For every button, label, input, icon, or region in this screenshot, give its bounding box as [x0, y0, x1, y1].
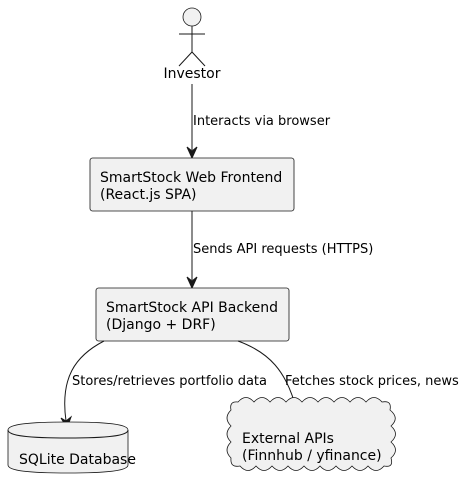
edge-label: Fetches stock prices, news — [285, 374, 459, 389]
investor-actor: Investor — [163, 7, 221, 82]
edge-investor-frontend: Interacts via browser — [186, 84, 331, 160]
backend-subtitle: (Django + DRF) — [106, 317, 216, 333]
backend-title: SmartStock API Backend — [106, 300, 278, 316]
backend-box — [95, 287, 290, 342]
frontend-node: SmartStock Web Frontend (React.js SPA) — [89, 157, 295, 212]
actor-right-leg — [191, 51, 206, 67]
external-title: External APIs — [242, 431, 334, 447]
database-node: SQLite Database — [7, 421, 136, 474]
arrowhead-icon — [186, 146, 198, 160]
edge-label: Sends API requests (HTTPS) — [193, 242, 373, 257]
edge-frontend-backend: Sends API requests (HTTPS) — [186, 211, 373, 290]
actor-left-leg — [178, 51, 193, 67]
backend-node: SmartStock API Backend (Django + DRF) — [95, 287, 290, 342]
frontend-title: SmartStock Web Frontend — [100, 170, 282, 186]
edge-label: Stores/retrieves portfolio data — [72, 374, 267, 389]
cloud-icon — [226, 397, 396, 471]
arrowhead-icon — [186, 276, 198, 290]
database-cylinder-icon — [7, 421, 129, 474]
external-apis-node: External APIs (Finnhub / yfinance) — [226, 397, 396, 471]
external-subtitle: (Finnhub / yfinance) — [242, 448, 382, 464]
actor-label: Investor — [163, 66, 220, 82]
edge-label: Interacts via browser — [193, 114, 331, 129]
database-cylinder-rim — [7, 429, 129, 439]
actor-head-icon — [182, 7, 202, 27]
frontend-subtitle: (React.js SPA) — [100, 187, 197, 203]
database-label: SQLite Database — [19, 452, 136, 468]
edge-line — [64, 340, 105, 422]
edge-backend-database: Stores/retrieves portfolio data — [60, 340, 267, 430]
